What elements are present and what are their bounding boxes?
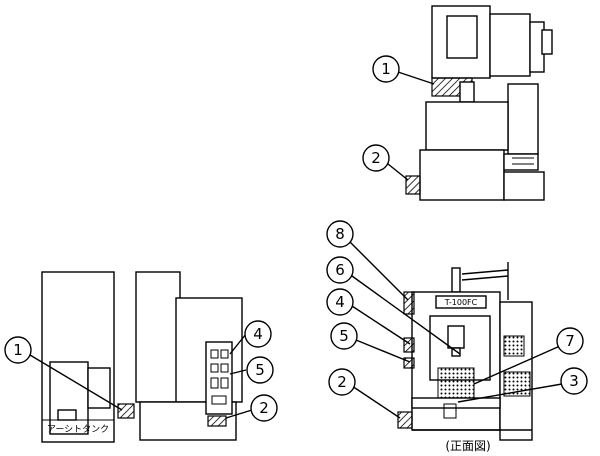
callout-number: 4 <box>335 293 345 311</box>
top-part-2-hatched <box>405 175 421 195</box>
top-view-machine <box>405 5 553 201</box>
callout-right-8: 8 <box>326 220 354 248</box>
leader-line <box>29 354 123 411</box>
model-plate <box>435 295 487 309</box>
front-view-label: (正面図) <box>445 439 490 453</box>
side-panel-element <box>211 395 227 405</box>
leader-line <box>351 385 401 419</box>
callout-right-3: 3 <box>560 367 588 395</box>
callout-left-4: 4 <box>244 320 272 348</box>
top-cabinet-right <box>489 13 531 77</box>
tank-inner-box <box>57 409 77 421</box>
front-part-8-hatched <box>403 291 415 315</box>
callout-number: 5 <box>255 361 265 379</box>
model-label: T-100FC <box>444 298 478 307</box>
leader-line <box>229 333 247 355</box>
callout-right-6: 6 <box>326 256 354 284</box>
front-vise <box>443 403 457 419</box>
leader-line <box>457 383 563 403</box>
top-lower-right-box <box>503 171 545 201</box>
front-part-2-hatched <box>397 411 413 429</box>
callout-right-2: 2 <box>328 368 356 396</box>
top-lower-body <box>419 149 505 201</box>
top-right-column <box>507 83 539 155</box>
front-right-cabinet <box>499 301 533 441</box>
front-view-machine: T-100FC (正面図) <box>397 262 533 453</box>
callout-number: 2 <box>337 373 347 391</box>
side-panel-element <box>210 377 219 389</box>
callout-number: 4 <box>253 325 263 343</box>
side-part-1-hatched <box>117 403 135 419</box>
front-part-5-hatched <box>403 357 415 369</box>
side-panel-element <box>210 363 219 373</box>
callout-number: 8 <box>335 225 345 243</box>
leader-line <box>355 339 411 363</box>
front-part-4-hatched <box>403 337 415 353</box>
callout-top-2: 2 <box>362 144 390 172</box>
callout-right-7: 7 <box>556 327 584 355</box>
callout-left-5: 5 <box>246 356 274 384</box>
leader-line <box>229 369 247 375</box>
front-top-rod <box>451 267 461 293</box>
top-part-1-holder <box>459 81 475 103</box>
callout-number: 1 <box>381 60 391 78</box>
front-top-rail <box>461 275 509 281</box>
callout-left-2: 2 <box>250 394 278 422</box>
callout-number: 2 <box>371 149 381 167</box>
front-tool <box>451 347 461 357</box>
top-lower-slot <box>503 153 539 171</box>
top-main-body <box>425 101 509 151</box>
tank-side-panel <box>87 367 111 409</box>
side-panel-element <box>210 349 219 359</box>
tank-label: アーシトタンク <box>47 424 109 435</box>
callout-number: 3 <box>569 372 579 390</box>
callout-right-5: 5 <box>330 322 358 350</box>
callout-number: 2 <box>259 399 269 417</box>
leader-line <box>351 305 411 345</box>
front-workpiece <box>437 367 475 403</box>
top-cabinet-panel <box>446 15 478 59</box>
callout-number: 7 <box>565 332 575 350</box>
side-column <box>135 271 181 403</box>
leader-line <box>387 163 409 181</box>
leader-line <box>225 409 253 419</box>
top-cabinet-knob <box>541 29 553 55</box>
leader-line <box>473 345 561 385</box>
front-top-rail <box>461 269 509 275</box>
side-panel-element <box>220 377 229 389</box>
callout-left-1: 1 <box>4 336 32 364</box>
callout-number: 5 <box>339 327 349 345</box>
callout-number: 6 <box>335 261 345 279</box>
side-view-machine: アーシトタンク <box>41 271 243 443</box>
callout-number: 1 <box>13 341 23 359</box>
front-right-dotted-a <box>503 335 525 357</box>
leader-line <box>397 71 435 85</box>
callout-top-1: 1 <box>372 55 400 83</box>
side-part-2-hatched <box>207 415 227 427</box>
leader-line <box>349 241 409 301</box>
side-panel-element <box>220 363 229 373</box>
leader-line <box>351 275 461 355</box>
tank-window <box>49 361 89 435</box>
callout-right-4: 4 <box>326 288 354 316</box>
front-spindle <box>447 325 465 349</box>
side-panel-element <box>220 349 229 359</box>
